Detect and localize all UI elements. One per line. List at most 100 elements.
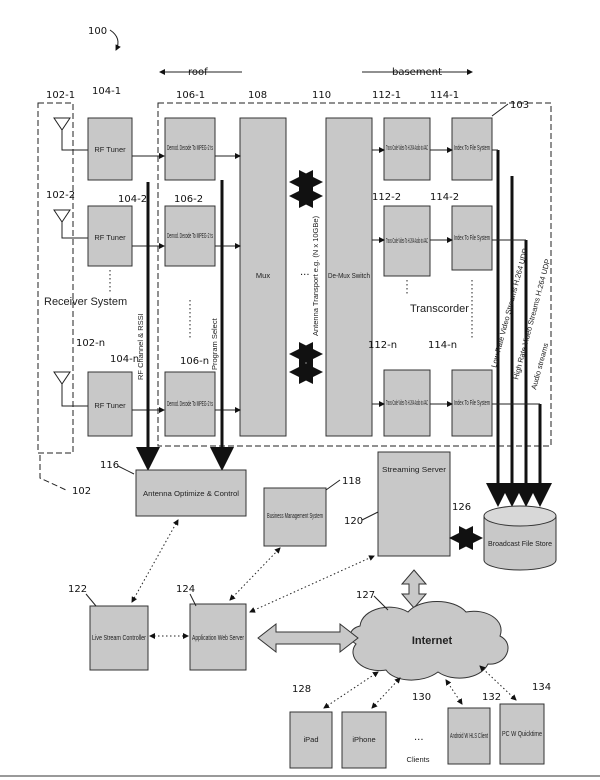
ref-124: 124: [176, 584, 195, 595]
ref-116: 116: [100, 460, 119, 471]
ref-112-n: 112-n: [368, 340, 397, 351]
clients-dots: ...: [414, 732, 424, 743]
antenna-optimize-control: [135, 469, 247, 517]
transcoder-2-label: Trans-Code Video To H.264 Audio to AAC: [386, 236, 428, 245]
index-n-label: Index To File System: [454, 398, 490, 407]
ref-120-leader: [361, 511, 379, 521]
mux: [239, 117, 287, 437]
transcoder-label: Transcorder: [410, 303, 469, 315]
client-iphone: [341, 711, 387, 769]
ref-128: 128: [292, 684, 311, 695]
ref-102-1: 102-1: [46, 90, 75, 101]
antenna-icon: [53, 371, 88, 407]
ref-104-1: 104-1: [92, 86, 121, 97]
program-select-label: Program Select: [210, 317, 219, 370]
rf-tuner-2-label: RF Tuner: [94, 233, 126, 242]
ipad-label: iPad: [303, 735, 318, 744]
ref-124-leader: [189, 593, 197, 607]
broadcast-file-store-label: Broadcast File Store: [488, 539, 552, 548]
dotted-link: [249, 555, 375, 613]
application-web-server: [189, 603, 247, 671]
ref-112-1: 112-1: [372, 90, 401, 101]
audio-streams-label: Audio streams: [529, 342, 550, 391]
dotted-link: [229, 547, 281, 601]
ref-132: 132: [482, 692, 501, 703]
figure-number: 100: [88, 26, 107, 37]
index-2-label: Index To File System: [454, 233, 490, 242]
ref-114-2: 114-2: [430, 192, 459, 203]
antenna-optimize-label: Antenna Optimize & Control: [143, 489, 239, 498]
iphone-label: iPhone: [352, 735, 375, 744]
streaming-internet-block-arrow: [400, 569, 428, 609]
receiver-system-label: Receiver System: [44, 296, 127, 308]
broadcast-file-store-top: [483, 505, 557, 527]
ref-127: 127: [356, 590, 375, 601]
transport-dots: ...: [300, 267, 310, 278]
demod-1-label: Demod. Decode To MPEG-2 ts: [167, 143, 213, 152]
ref-102-leader: [39, 455, 67, 491]
demux-switch: [325, 117, 373, 437]
client-android: [447, 707, 491, 765]
ref-103-leader: [491, 103, 509, 117]
antenna-icon: [53, 209, 88, 239]
ref-110: 110: [312, 90, 331, 101]
client-link: [479, 665, 517, 701]
ref-106-2: 106-2: [174, 194, 203, 205]
app-server-label: Application Web Server: [192, 633, 244, 642]
mux-label: Mux: [256, 271, 270, 280]
demod-1: [164, 117, 216, 181]
client-link: [371, 677, 401, 709]
dotted-link: [131, 519, 179, 603]
receiver-boundary: [37, 102, 74, 454]
android-label: Android W HLS Client: [450, 731, 488, 740]
index-1: [451, 117, 493, 181]
internet-label: Internet: [412, 635, 453, 647]
ref-120: 120: [344, 516, 363, 527]
ref-127-leader: [373, 595, 389, 611]
ref-104-n: 104-n: [110, 354, 139, 365]
ref-102-2: 102-2: [46, 190, 75, 201]
live-stream-label: Live Stream Controller: [92, 633, 146, 642]
ref-126: 126: [452, 502, 471, 513]
live-stream-controller: [89, 605, 149, 671]
transcoder-2: [383, 205, 431, 277]
ref-114-n: 114-n: [428, 340, 457, 351]
rf-tuner-1: [87, 117, 133, 181]
rf-channel-label: RF Channel & RSSI: [136, 313, 145, 380]
ref-114-1: 114-1: [430, 90, 459, 101]
demux-label: De-Mux Switch: [328, 271, 370, 280]
demod-n: [164, 371, 216, 437]
ref-108: 108: [248, 90, 267, 101]
demod-2-label: Demod. Decode To MPEG-2 ts: [167, 231, 213, 240]
transcoder-1-label: Trans-Code Video To H.264 Audio to AAC: [386, 143, 428, 152]
ref-103: 103: [510, 100, 529, 111]
ref-118: 118: [342, 476, 361, 487]
business-label: Business Management System: [267, 511, 323, 520]
ref-112-2: 112-2: [372, 192, 401, 203]
index-1-label: Index To File System: [454, 143, 490, 152]
ref-102-n: 102-n: [76, 338, 105, 349]
index-2: [451, 205, 493, 271]
ref-134: 134: [532, 682, 551, 693]
roof-label: roof: [188, 67, 208, 78]
demod-n-label: Demod. Decode To MPEG-2 ts: [167, 399, 213, 408]
ref-106-1: 106-1: [176, 90, 205, 101]
ref-122-leader: [85, 593, 97, 607]
clients-label: Clients: [407, 755, 430, 764]
internet-cloud: [349, 601, 509, 681]
transcoder-n: [383, 369, 431, 437]
rf-tuner-1-label: RF Tuner: [94, 145, 126, 154]
broadcast-file-store: [483, 516, 557, 571]
client-link: [445, 679, 463, 705]
app-internet-block-arrow: [257, 622, 359, 654]
business-management-system: [263, 487, 327, 547]
antenna-icon: [53, 117, 88, 151]
ref-118-leader: [325, 479, 341, 491]
antenna-transport-label: Antenna Transport e.g. (N x 10GBe): [311, 215, 320, 336]
pc-label: PC W Quicktime: [502, 729, 542, 738]
streaming-server: [377, 451, 451, 557]
rf-tuner-n: [87, 371, 133, 437]
client-link: [323, 671, 379, 709]
rf-tuner-n-label: RF Tuner: [94, 401, 126, 410]
